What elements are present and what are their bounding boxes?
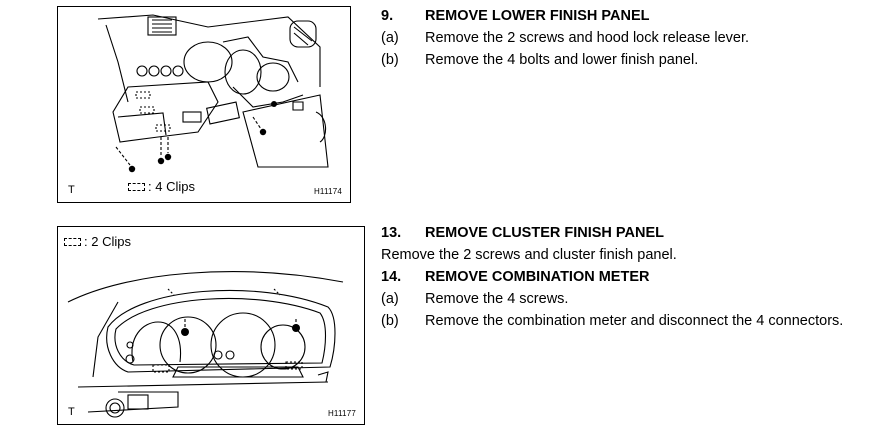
figure-cluster-finish-panel: : 2 Clips T H11177 — [57, 226, 365, 425]
step-item: (b) Remove the combination meter and dis… — [381, 310, 861, 332]
clips-count-label: : 4 Clips — [148, 179, 195, 194]
step-item: (a) Remove the 4 screws. — [381, 288, 861, 310]
step-13-heading: 13. REMOVE CLUSTER FINISH PANEL — [381, 222, 861, 244]
item-text: Remove the 2 screws and hood lock releas… — [425, 30, 750, 46]
lower-panel-illustration — [97, 14, 329, 173]
clip-symbol-icon — [64, 237, 81, 246]
item-text: Remove the 4 screws. — [425, 291, 569, 307]
step-13-14-block: 13. REMOVE CLUSTER FINISH PANEL Remove t… — [381, 222, 861, 332]
step-number: 9. — [381, 8, 394, 24]
step-number: 13. — [381, 225, 402, 241]
step-title: REMOVE CLUSTER FINISH PANEL — [425, 225, 664, 241]
item-label: (a) — [381, 30, 399, 46]
figure-letter: T — [68, 406, 75, 418]
step-14-heading: 14. REMOVE COMBINATION METER — [381, 266, 861, 288]
figure-lower-finish-panel: : 4 Clips T H11174 — [57, 6, 351, 203]
step-item: (a) Remove the 2 screws and hood lock re… — [381, 27, 861, 49]
clips-count-label: : 2 Clips — [84, 234, 131, 249]
step-13-text: Remove the 2 screws and cluster finish p… — [381, 247, 677, 263]
clip-symbol-icon — [128, 182, 145, 191]
figure-code: H11174 — [313, 187, 342, 196]
figure-code: H11177 — [327, 409, 356, 418]
item-text: Remove the combination meter and disconn… — [425, 313, 844, 329]
item-label: (a) — [381, 291, 399, 307]
cluster-panel-illustration — [67, 271, 344, 418]
step-title: REMOVE COMBINATION METER — [425, 269, 650, 285]
step-item: (b) Remove the 4 bolts and lower finish … — [381, 49, 861, 71]
figure-letter: T — [68, 184, 75, 196]
step-number: 14. — [381, 269, 402, 285]
step-9-heading: 9. REMOVE LOWER FINISH PANEL — [381, 5, 861, 27]
step-9-block: 9. REMOVE LOWER FINISH PANEL (a) Remove … — [381, 5, 861, 71]
step-title: REMOVE LOWER FINISH PANEL — [425, 8, 650, 24]
clips-legend: : 4 Clips — [128, 179, 195, 194]
item-label: (b) — [381, 313, 399, 329]
clips-legend: : 2 Clips — [64, 234, 131, 249]
item-label: (b) — [381, 52, 399, 68]
item-text: Remove the 4 bolts and lower finish pane… — [425, 52, 699, 68]
